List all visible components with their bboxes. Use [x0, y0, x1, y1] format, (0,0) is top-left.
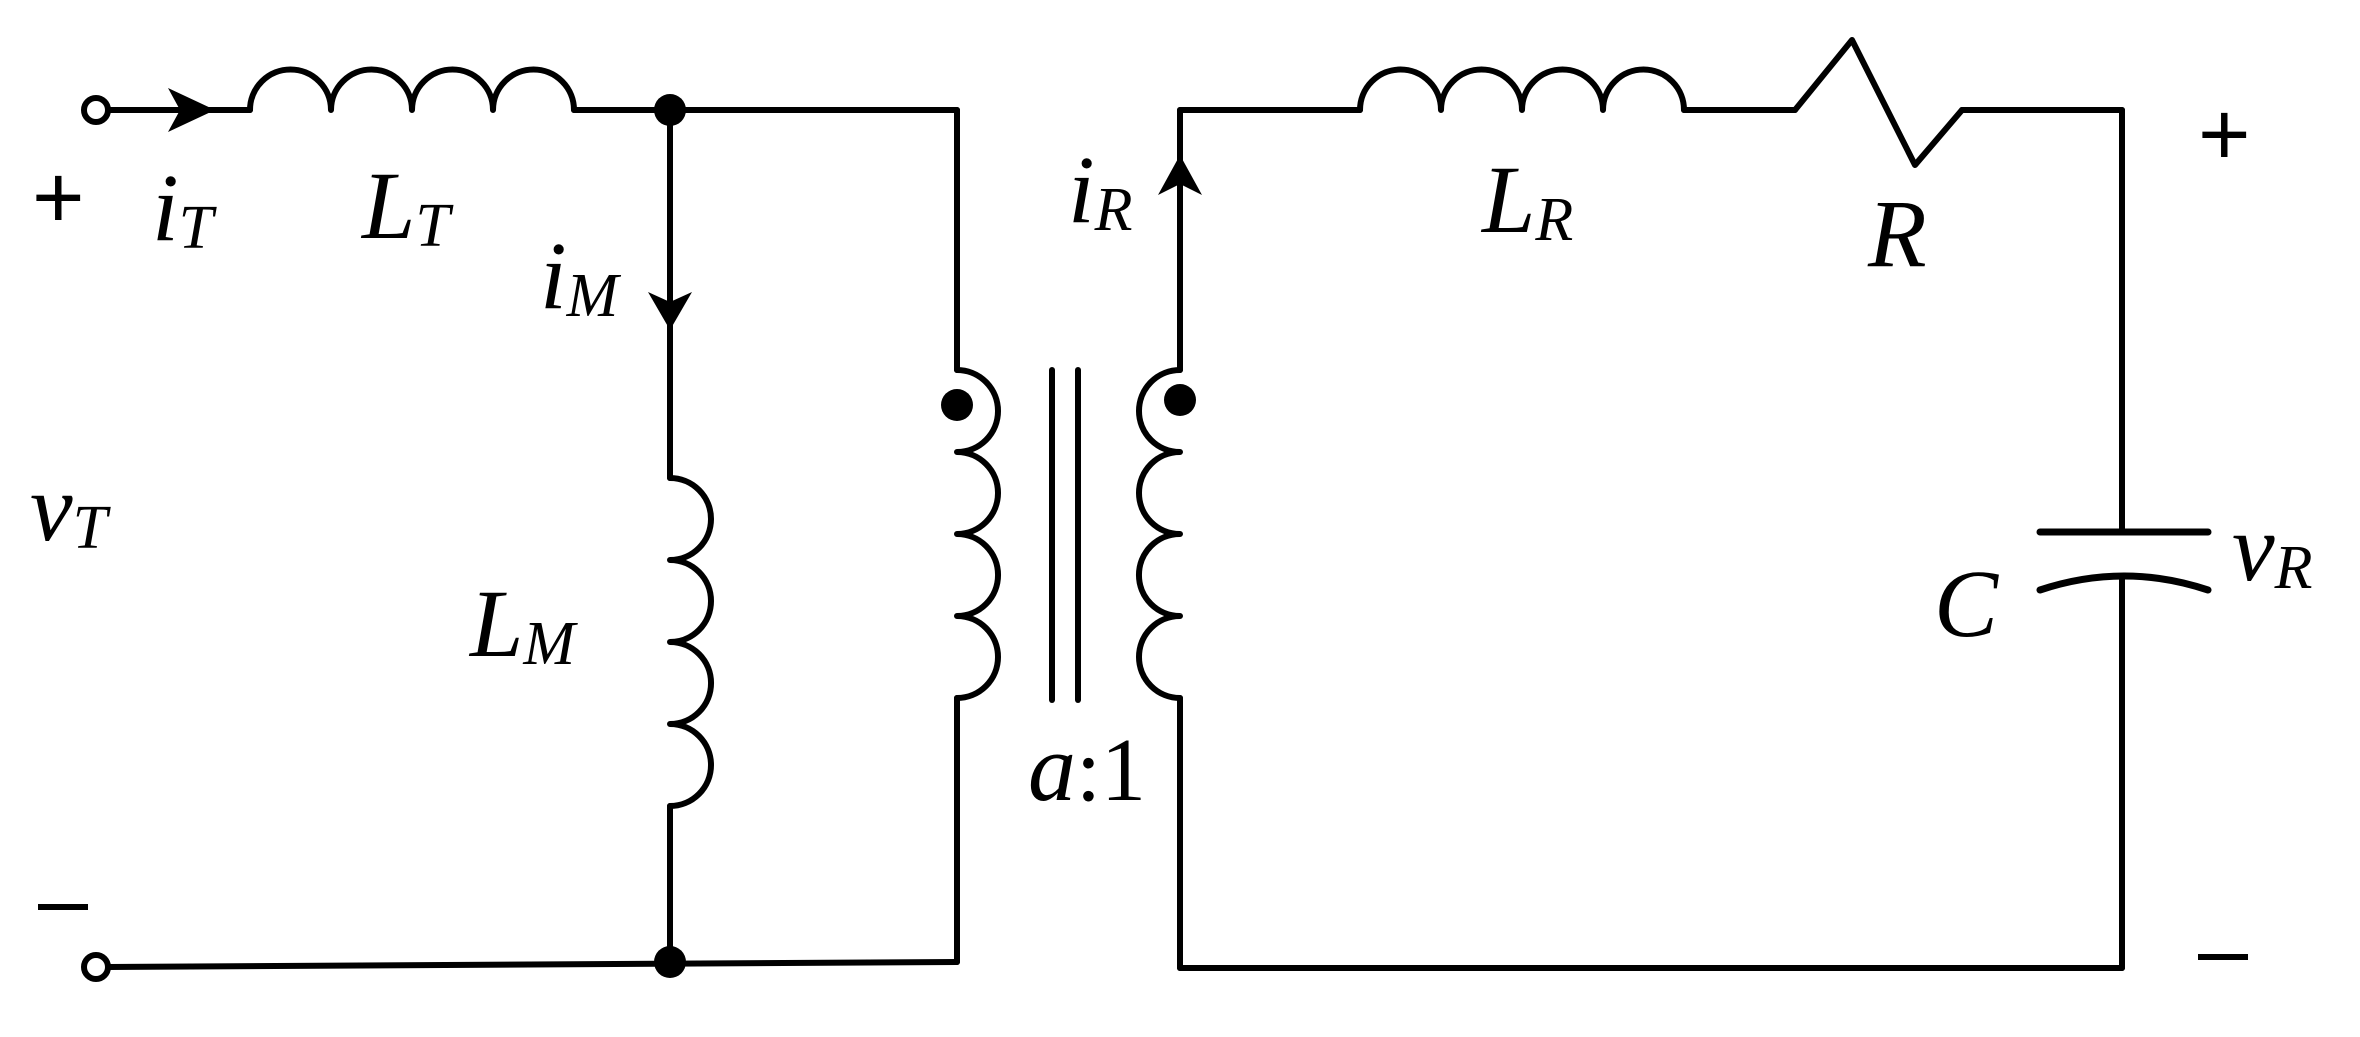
label-C: C	[1934, 550, 1999, 657]
output-minus-sign: –	[2198, 900, 2249, 1000]
current-arrow-iT	[168, 88, 215, 132]
input-terminal-bottom	[81, 952, 111, 982]
secondary-polarity-dot	[1164, 384, 1196, 416]
inductor-LM	[667, 475, 714, 809]
label-iT: iT	[152, 154, 218, 262]
input-terminal-top	[81, 95, 111, 125]
primary-polarity-dot	[941, 389, 973, 421]
label-vR: vR	[2232, 494, 2312, 602]
transformer-secondary-winding	[1136, 367, 1183, 701]
inductor-LR	[1357, 66, 1687, 113]
label-LT: LT	[360, 152, 454, 260]
label-LR: LR	[1480, 146, 1573, 254]
label-iM: iM	[540, 222, 622, 330]
current-arrow-iR	[1158, 155, 1202, 195]
wire-bottom-left-rail	[105, 959, 960, 970]
resistor-R	[1792, 37, 1965, 168]
label-R: R	[1867, 180, 1927, 287]
label-iR: iR	[1068, 136, 1133, 244]
label-vT: vT	[30, 454, 112, 562]
junction-bottom-left	[654, 946, 686, 978]
input-plus-sign: +	[32, 148, 85, 248]
current-arrow-iM	[648, 292, 692, 330]
inductor-LT	[247, 66, 577, 113]
output-plus-sign: +	[2198, 85, 2251, 185]
input-minus-sign: –	[38, 850, 89, 950]
label-LM: LM	[468, 570, 578, 678]
transformer-primary-winding	[954, 367, 1001, 701]
label-turns-ratio: a:1	[1028, 714, 1146, 821]
